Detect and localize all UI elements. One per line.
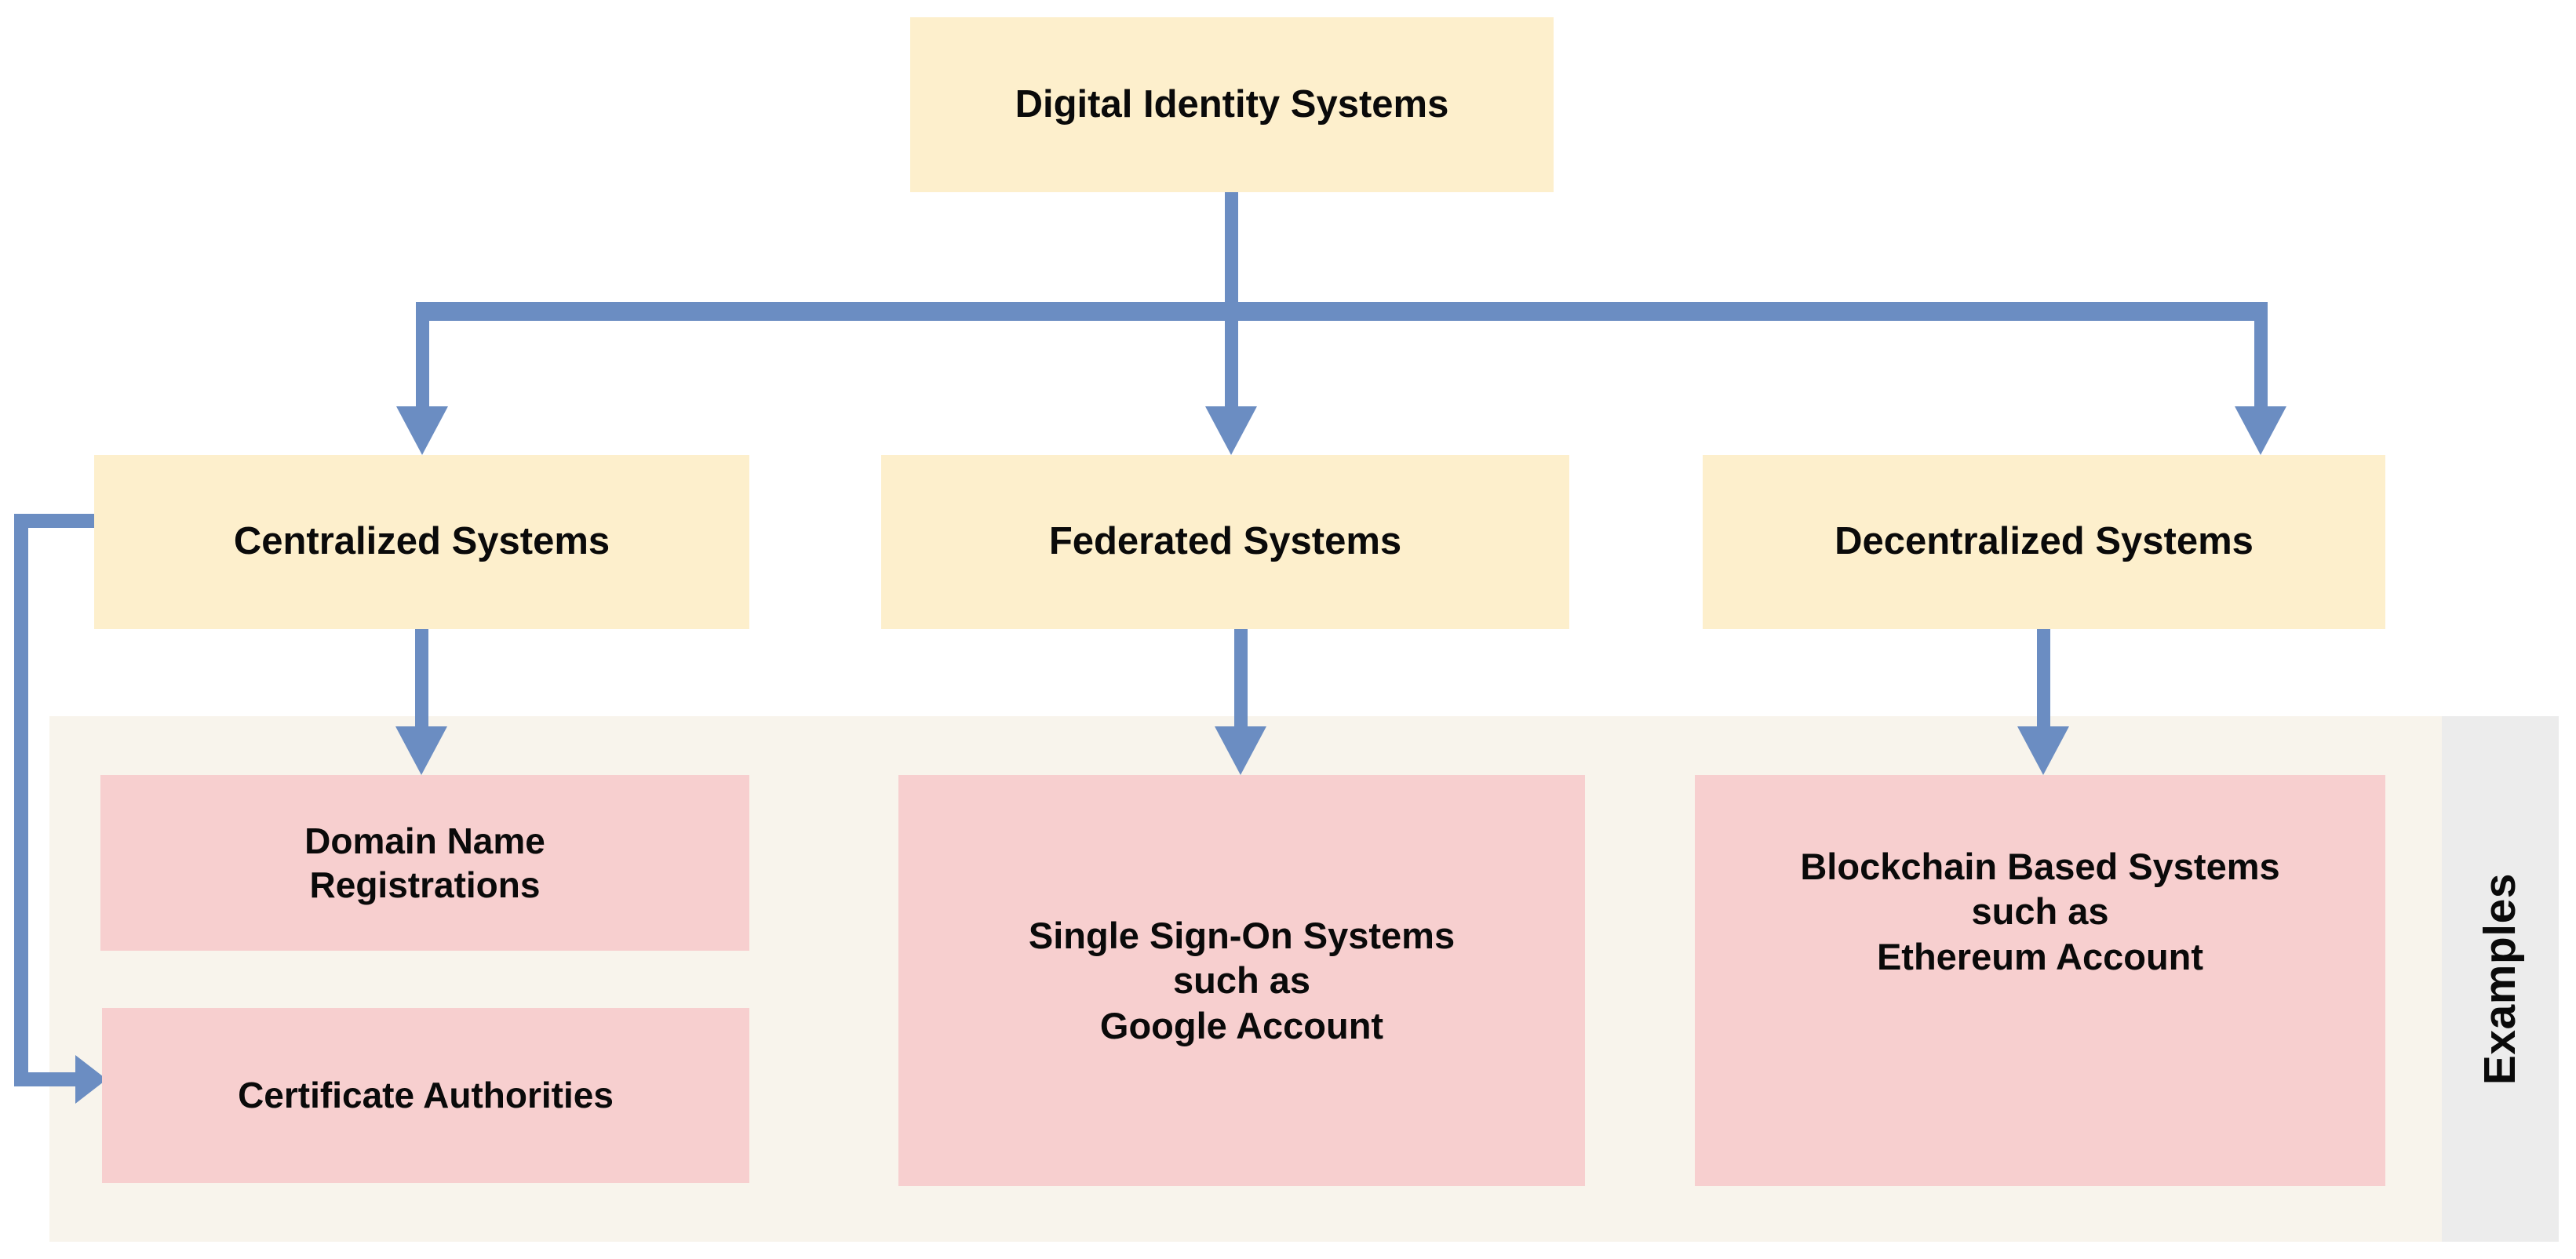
node-label: Federated Systems xyxy=(1048,520,1402,563)
connector-centralized-to-certificate-authorities-vertical xyxy=(14,514,28,1086)
node-decentralized-systems[interactable]: Decentralized Systems xyxy=(1703,455,2385,629)
connector-drop-federated xyxy=(1225,321,1238,407)
node-digital-identity-systems[interactable]: Digital Identity Systems xyxy=(910,17,1554,192)
node-label: Certificate Authorities xyxy=(238,1075,614,1116)
connector-horizontal-bus xyxy=(416,302,2268,321)
connector-drop-decentralized xyxy=(2254,321,2268,407)
node-certificate-authorities[interactable]: Certificate Authorities xyxy=(102,1008,749,1183)
connector-centralized-to-certificate-authorities-bottom xyxy=(14,1072,75,1086)
arrowhead-decentralized xyxy=(2235,406,2286,455)
node-federated-systems[interactable]: Federated Systems xyxy=(881,455,1569,629)
node-label: Centralized Systems xyxy=(233,520,610,563)
connector-centralized-to-certificate-authorities-top xyxy=(14,514,97,528)
connector-drop-single-sign-on xyxy=(1234,629,1248,726)
arrowhead-federated xyxy=(1205,406,1257,455)
connector-drop-centralized xyxy=(416,321,429,407)
connector-root-trunk xyxy=(1225,192,1238,304)
node-label: Digital Identity Systems xyxy=(1015,82,1449,126)
examples-side-label: Examples xyxy=(2475,872,2525,1086)
node-label: Decentralized Systems xyxy=(1835,520,2254,563)
connector-drop-blockchain-based xyxy=(2037,629,2050,726)
arrowhead-certificate-authorities xyxy=(75,1055,107,1104)
examples-side-label-panel: Examples xyxy=(2442,716,2559,1242)
arrowhead-domain-name-registrations xyxy=(395,726,447,775)
node-centralized-systems[interactable]: Centralized Systems xyxy=(94,455,749,629)
connector-drop-domain-name-registrations xyxy=(415,629,428,726)
arrowhead-blockchain-based xyxy=(2017,726,2069,775)
arrowhead-single-sign-on xyxy=(1215,726,1266,775)
arrowhead-centralized xyxy=(396,406,448,455)
